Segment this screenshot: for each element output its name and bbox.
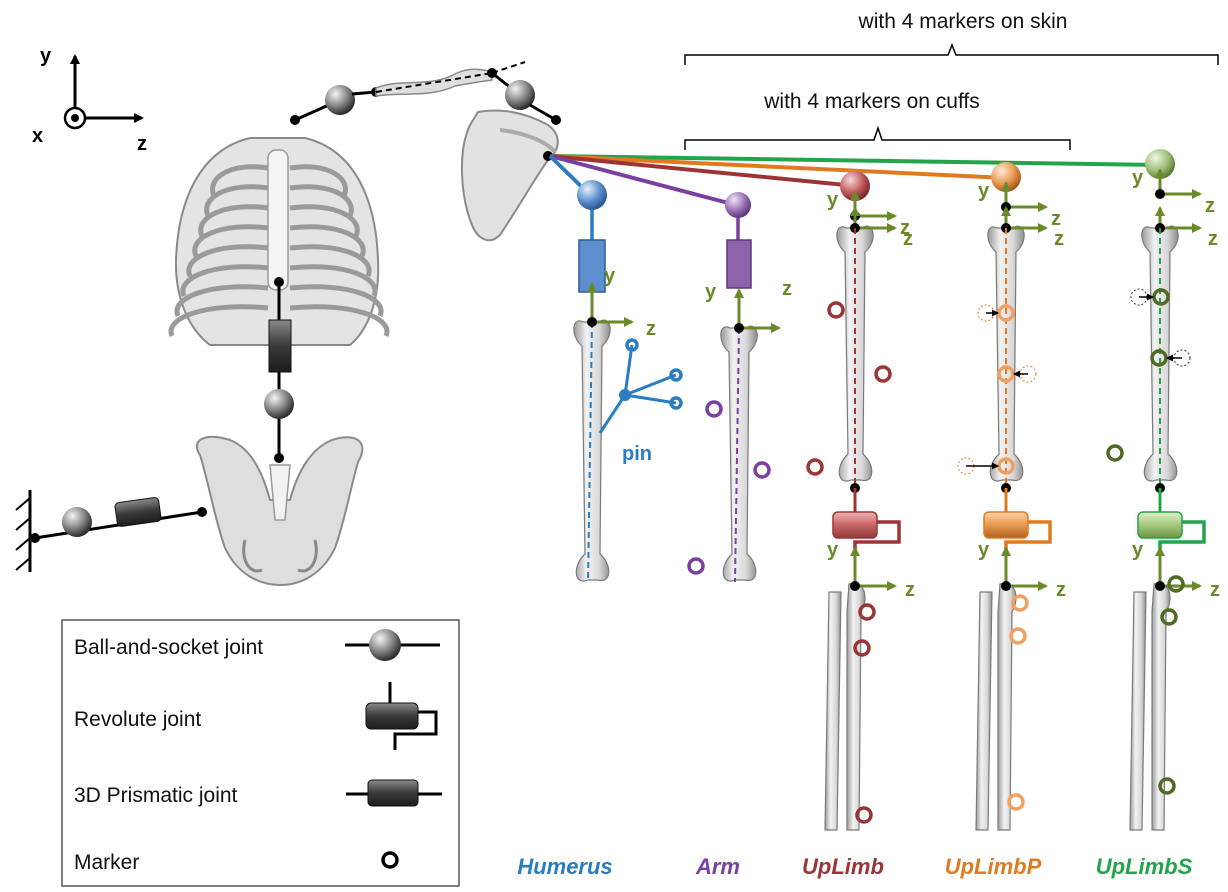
arm-marker [755, 463, 769, 477]
model-name-uplimbs: UpLimbS [1096, 854, 1193, 879]
model-uplimbs-forearm-y-label: y [1132, 539, 1144, 561]
humerus-bone [574, 320, 610, 581]
model-uplimb-marker [829, 303, 843, 317]
pin-branch [625, 395, 676, 403]
model-name-uplimb: UpLimb [802, 854, 884, 879]
model-uplimbs-top-frame-z-label: z [1205, 195, 1215, 217]
model-names: Humerus Arm UpLimb UpLimbP UpLimbS [517, 854, 1192, 879]
model-uplimb-marker [876, 367, 890, 381]
arm-origin [734, 323, 744, 333]
arm-ball-joint [725, 192, 751, 218]
model-uplimbs-forearm-z-label: z [1210, 579, 1220, 601]
model-uplimbp: yzzyz [958, 162, 1066, 830]
model-uplimbp-forearm-ulna [998, 583, 1016, 830]
model-uplimbp-top-frame-z-label: z [1051, 208, 1061, 230]
model-uplimb-marker [860, 605, 874, 619]
pin-branch [625, 345, 632, 395]
humerus-frame-z-label: z [646, 318, 656, 340]
humerus-origin [587, 317, 597, 327]
pin-branch [625, 375, 676, 395]
legend-marker-label: Marker [74, 851, 139, 874]
model-uplimb-forearm-origin [850, 581, 860, 591]
model-name-uplimbp: UpLimbP [945, 854, 1042, 879]
reference-frame: y x z [32, 45, 147, 155]
model-uplimbs-forearm-radius [1130, 592, 1146, 830]
legend-prismatic-label: 3D Prismatic joint [74, 784, 238, 807]
model-uplimb-revolute-joint [833, 512, 877, 538]
model-humerus: y z pin [574, 180, 681, 582]
frame-y-label: y [40, 45, 52, 67]
bracket-skin-label: with 4 markers on skin [858, 10, 1068, 33]
arm-marker [689, 559, 703, 573]
model-uplimbp-forearm-y-label: y [978, 539, 990, 561]
frame-z-label: z [137, 133, 147, 155]
legend-revolute-label: Revolute joint [74, 708, 201, 731]
model-uplimb-marker [808, 460, 822, 474]
ground-attachment [16, 490, 207, 572]
model-uplimbp-humerus-frame-z-label: z [1054, 228, 1064, 250]
arm-frame-y-label: y [705, 281, 717, 303]
model-uplimb-forearm-radius [825, 592, 841, 830]
model-uplimbs-marker [1169, 577, 1183, 591]
pin-label: pin [622, 443, 652, 465]
model-uplimbp-forearm-radius [976, 592, 992, 830]
model-uplimb-humerus-frame-z-label: z [903, 228, 913, 250]
scapula [462, 111, 558, 241]
model-uplimb-forearm-z-label: z [905, 579, 915, 601]
model-uplimbp-revolute-joint [984, 512, 1028, 538]
model-uplimbs-forearm-origin [1155, 581, 1165, 591]
model-uplimb-forearm-y-label: y [827, 539, 839, 561]
model-uplimbs-revolute-joint [1138, 512, 1182, 538]
legend-ball-label: Ball-and-socket joint [74, 636, 263, 659]
model-name-humerus: Humerus [517, 854, 612, 879]
humerus-ball-joint [577, 180, 607, 210]
arm-bone [721, 326, 757, 581]
arm-frame-z-label: z [782, 278, 792, 300]
pin-hub [619, 389, 631, 401]
model-uplimbs-top-origin [1155, 189, 1165, 199]
arm-prismatic-joint [727, 240, 751, 288]
model-uplimbp-forearm-z-label: z [1056, 579, 1066, 601]
model-uplimbs-top-frame-y-label: y [1132, 167, 1144, 189]
model-uplimbp-top-frame-y-label: y [978, 180, 990, 202]
bracket-skin: with 4 markers on skin [685, 10, 1218, 65]
pin-stem [600, 395, 625, 433]
model-uplimbs-marker [1108, 446, 1122, 460]
model-uplimbp-marker [1009, 795, 1023, 809]
bracket-cuffs-label: with 4 markers on cuffs [763, 90, 980, 113]
model-uplimb-forearm-ulna [847, 583, 865, 830]
model-uplimb-top-frame-y-label: y [827, 189, 839, 211]
bracket-cuffs: with 4 markers on cuffs [685, 90, 1070, 150]
humerus-frame-y-label: y [604, 265, 616, 287]
model-uplimbp-marker [1011, 629, 1025, 643]
frame-x-label: x [32, 125, 43, 147]
model-uplimbp-forearm-origin [1001, 581, 1011, 591]
model-uplimbs: yzzyz [1108, 149, 1220, 830]
arm-marker [707, 402, 721, 416]
legend: Ball-and-socket joint Revolute joint 3D … [62, 620, 459, 886]
model-uplimbs-humerus-frame-z-label: z [1208, 228, 1218, 250]
model-name-arm: Arm [695, 854, 740, 879]
